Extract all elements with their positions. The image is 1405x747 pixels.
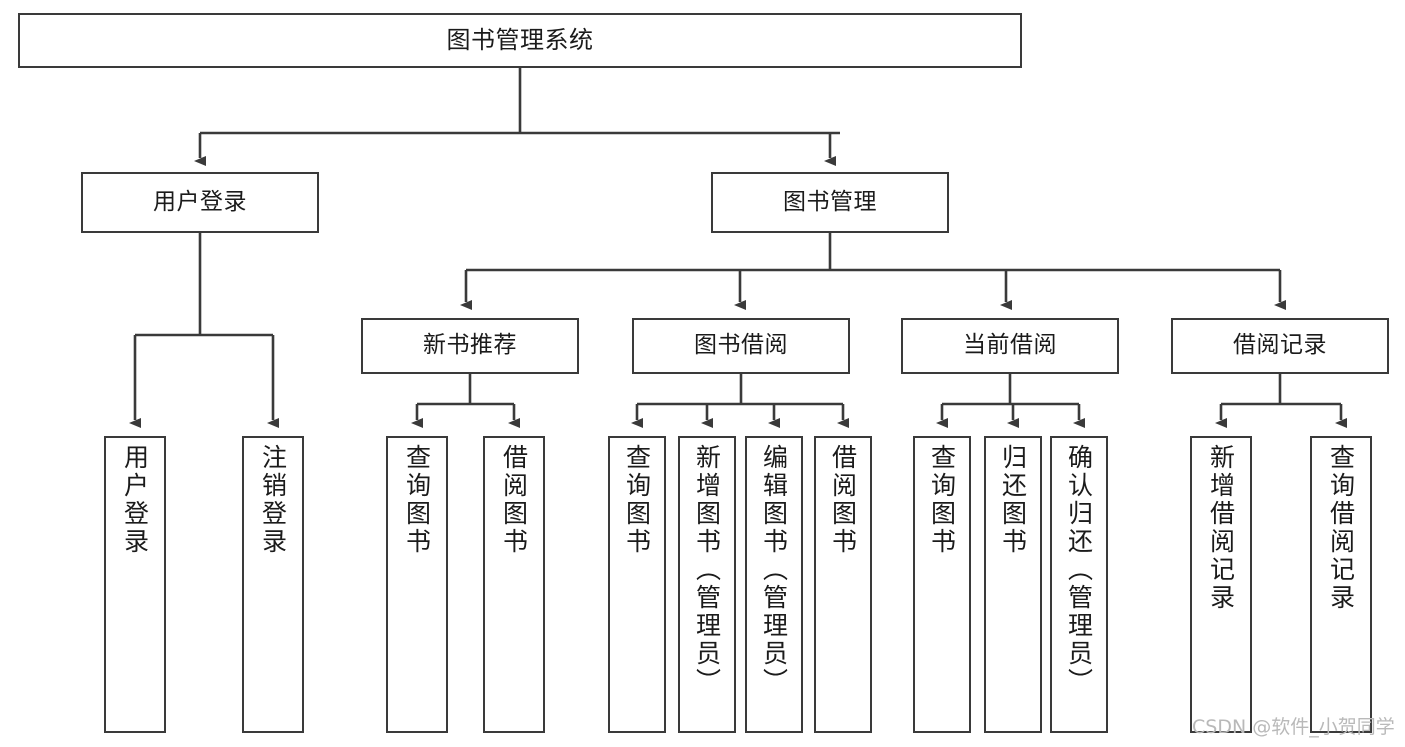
node-book-manage[interactable]: 图书管理 — [711, 172, 949, 233]
node-book-borrow[interactable]: 图书借阅 — [632, 318, 850, 374]
node-leaf-query-book-1[interactable]: 查询图书 — [386, 436, 448, 733]
node-book-borrow-label: 图书借阅 — [694, 332, 788, 359]
node-leaf-logout-label: 注销登录 — [258, 444, 288, 556]
node-leaf-user-login[interactable]: 用户登录 — [104, 436, 166, 733]
node-leaf-add-book-label: 新增图书（管理员） — [692, 444, 722, 696]
node-user-login-label: 用户登录 — [153, 188, 247, 215]
node-leaf-logout[interactable]: 注销登录 — [242, 436, 304, 733]
node-leaf-borrow-book-2-label: 借阅图书 — [828, 444, 858, 556]
node-leaf-query-book-2-label: 查询图书 — [622, 444, 652, 556]
node-leaf-query-book-2[interactable]: 查询图书 — [608, 436, 666, 733]
node-leaf-query-book-3-label: 查询图书 — [927, 444, 957, 556]
node-leaf-borrow-book-1[interactable]: 借阅图书 — [483, 436, 545, 733]
node-leaf-borrow-book-1-label: 借阅图书 — [499, 444, 529, 556]
node-leaf-user-login-label: 用户登录 — [120, 444, 150, 556]
node-leaf-return-book[interactable]: 归还图书 — [984, 436, 1042, 733]
node-leaf-add-record[interactable]: 新增借阅记录 — [1190, 436, 1252, 733]
node-leaf-confirm-return[interactable]: 确认归还（管理员） — [1050, 436, 1108, 733]
node-root-label: 图书管理系统 — [446, 26, 594, 55]
node-book-manage-label: 图书管理 — [783, 188, 877, 215]
node-user-login[interactable]: 用户登录 — [81, 172, 319, 233]
node-leaf-borrow-book-2[interactable]: 借阅图书 — [814, 436, 872, 733]
node-borrow-record[interactable]: 借阅记录 — [1171, 318, 1389, 374]
node-leaf-confirm-return-label: 确认归还（管理员） — [1064, 444, 1094, 696]
node-leaf-query-book-1-label: 查询图书 — [402, 444, 432, 556]
node-leaf-query-record[interactable]: 查询借阅记录 — [1310, 436, 1372, 733]
node-current-borrow[interactable]: 当前借阅 — [901, 318, 1119, 374]
node-current-borrow-label: 当前借阅 — [963, 332, 1057, 359]
node-leaf-edit-book-label: 编辑图书（管理员） — [759, 444, 789, 696]
node-root[interactable]: 图书管理系统 — [18, 13, 1022, 68]
node-leaf-query-book-3[interactable]: 查询图书 — [913, 436, 971, 733]
node-new-book-rec-label: 新书推荐 — [423, 332, 517, 359]
node-leaf-add-book[interactable]: 新增图书（管理员） — [678, 436, 736, 733]
node-leaf-return-book-label: 归还图书 — [998, 444, 1028, 556]
node-leaf-query-record-label: 查询借阅记录 — [1326, 444, 1356, 612]
node-leaf-edit-book[interactable]: 编辑图书（管理员） — [745, 436, 803, 733]
node-leaf-add-record-label: 新增借阅记录 — [1206, 444, 1236, 612]
node-new-book-rec[interactable]: 新书推荐 — [361, 318, 579, 374]
node-borrow-record-label: 借阅记录 — [1233, 332, 1327, 359]
